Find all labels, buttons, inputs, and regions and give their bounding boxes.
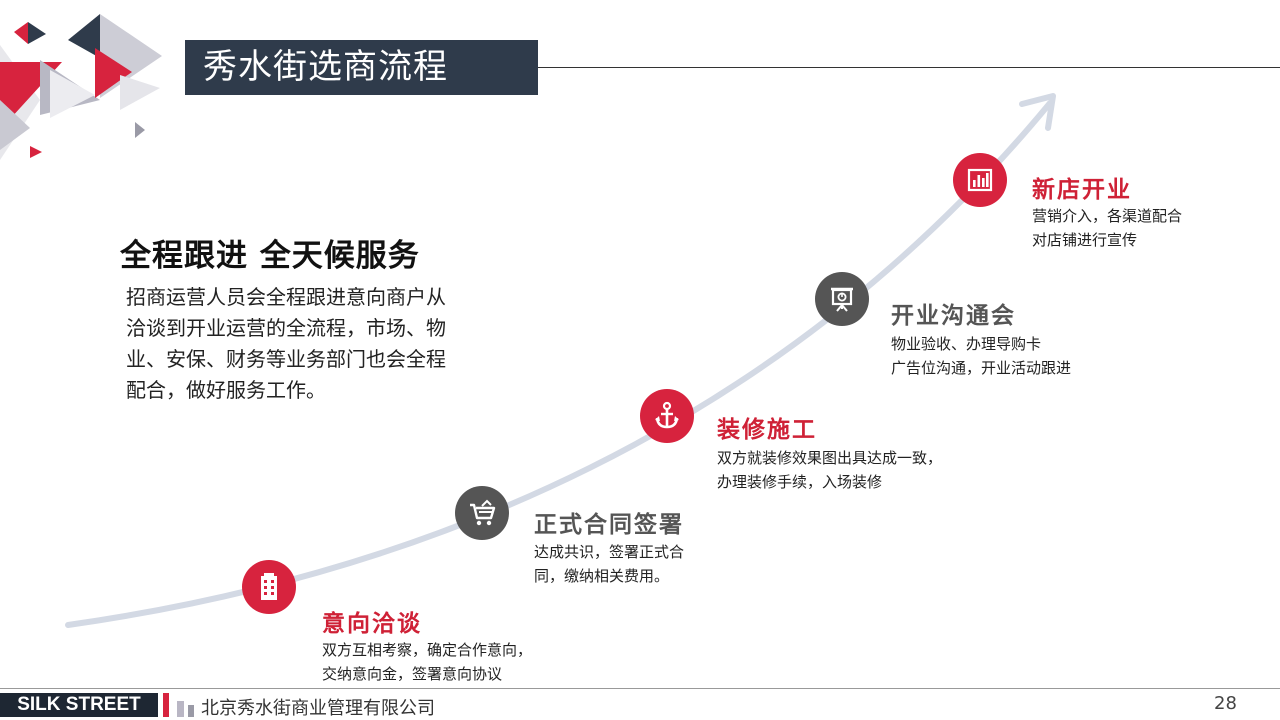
step-4-description: 物业验收、办理导购卡 广告位沟通，开业活动跟进: [891, 332, 1071, 380]
step-1-icon-badge: [242, 560, 296, 614]
step-5-icon-badge: [953, 153, 1007, 207]
anchor-icon: [655, 401, 679, 429]
step-3-desc-line: 办理装修手续，入场装修: [717, 473, 883, 491]
step-5-desc-line: 营销介入，各渠道配合: [1032, 207, 1183, 225]
intro-heading: 全程跟进 全天候服务: [120, 238, 420, 274]
step-4-desc-line: 广告位沟通，开业活动跟进: [891, 359, 1072, 377]
step-2-desc-line: 达成共识，签署正式合: [534, 543, 685, 561]
step-2-icon-badge: [455, 486, 509, 540]
intro-paragraph: 招商运营人员会全程跟进意向商户从 洽谈到开业运营的全流程，市场、物 业、安保、财…: [126, 282, 511, 406]
step-5-title: 新店开业: [1032, 177, 1132, 203]
footer-accent-bar: [177, 701, 184, 717]
footer-accent-bar: [163, 693, 169, 717]
step-5-description: 营销介入，各渠道配合 对店铺进行宣传: [1032, 204, 1182, 252]
intro-line: 业、安保、财务等业务部门也会全程: [126, 347, 446, 371]
step-4-title: 开业沟通会: [891, 303, 1016, 329]
step-2-title: 正式合同签署: [534, 512, 684, 538]
step-3-description: 双方就装修效果图出具达成一致， 办理装修手续，入场装修: [717, 446, 942, 494]
cart-icon: [470, 499, 496, 526]
step-4-icon-badge: [815, 272, 869, 326]
footer-brand-logo: SILK STREET: [0, 693, 158, 717]
slide-title: 秀水街选商流程: [185, 40, 538, 95]
intro-line: 招商运营人员会全程跟进意向商户从: [126, 285, 446, 309]
step-1-desc-line: 双方互相考察，确定合作意向，: [322, 641, 533, 659]
presentation-icon: [831, 287, 853, 312]
intro-line: 洽谈到开业运营的全流程，市场、物: [126, 316, 446, 340]
step-1-description: 双方互相考察，确定合作意向， 交纳意向金，签署意向协议: [322, 638, 532, 686]
bar-chart-icon: [967, 168, 993, 192]
intro-line: 配合，做好服务工作。: [126, 378, 326, 402]
corner-triangle-decoration: [0, 14, 162, 160]
step-5-desc-line: 对店铺进行宣传: [1032, 231, 1138, 249]
page-number: 28: [1214, 693, 1237, 714]
footer-divider: [0, 688, 1280, 689]
step-2-description: 达成共识，签署正式合 同，缴纳相关费用。: [534, 540, 684, 588]
step-3-title: 装修施工: [717, 417, 817, 443]
step-3-desc-line: 双方就装修效果图出具达成一致，: [717, 449, 943, 467]
building-icon: [261, 573, 277, 600]
footer-company-name: 北京秀水街商业管理有限公司: [201, 698, 435, 719]
step-3-icon-badge: [640, 389, 694, 443]
title-underline: [538, 67, 1280, 68]
step-4-desc-line: 物业验收、办理导购卡: [891, 335, 1042, 353]
footer-accent-bar: [188, 705, 194, 717]
step-1-desc-line: 交纳意向金，签署意向协议: [322, 665, 503, 683]
step-1-title: 意向洽谈: [322, 611, 422, 637]
step-2-desc-line: 同，缴纳相关费用。: [534, 567, 670, 585]
